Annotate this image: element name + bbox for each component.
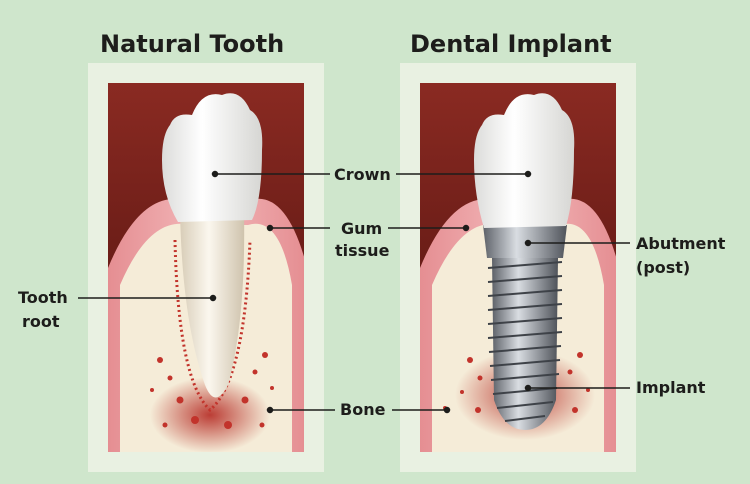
implant-threads	[487, 261, 563, 422]
tooth-crown	[162, 93, 263, 222]
gum-dot-left	[266, 224, 274, 232]
gum-dot-right	[462, 224, 470, 232]
implant-label: Implant	[636, 378, 706, 397]
dental-implant-title: Dental Implant	[410, 30, 612, 58]
crown-dot-left	[211, 170, 219, 178]
crown-dot-right	[524, 170, 532, 178]
tooth-root-label-line2: root	[22, 312, 60, 331]
bone-label: Bone	[340, 400, 386, 419]
bone-dot-left	[266, 406, 274, 414]
tooth-root-dot	[209, 294, 217, 302]
dental-implant-illustration	[400, 63, 636, 472]
bone-marrow-red	[150, 377, 270, 453]
root-membrane	[173, 239, 252, 413]
abutment-label-line2: (post)	[636, 258, 691, 277]
tooth-root	[180, 210, 245, 398]
bone-dot-right	[443, 406, 451, 414]
gum-label-line2: tissue	[335, 241, 390, 260]
implant-screw	[492, 258, 558, 430]
tooth-root-label-line1: Tooth	[18, 288, 68, 307]
bone-dots	[150, 352, 274, 429]
crown-label: Crown	[334, 165, 391, 184]
implant-crown	[474, 93, 575, 228]
implant-panel-frame	[400, 63, 636, 472]
gum-label-line1: Gum	[341, 219, 383, 238]
implant-dot	[524, 384, 532, 392]
natural-tooth-title: Natural Tooth	[100, 30, 285, 58]
abutment-label-line1: Abutment	[636, 234, 726, 253]
abutment-dot	[524, 239, 532, 247]
natural-panel-frame	[88, 63, 324, 472]
natural-tooth-illustration	[88, 63, 324, 472]
leader-lines	[78, 170, 630, 414]
abutment	[483, 225, 567, 258]
